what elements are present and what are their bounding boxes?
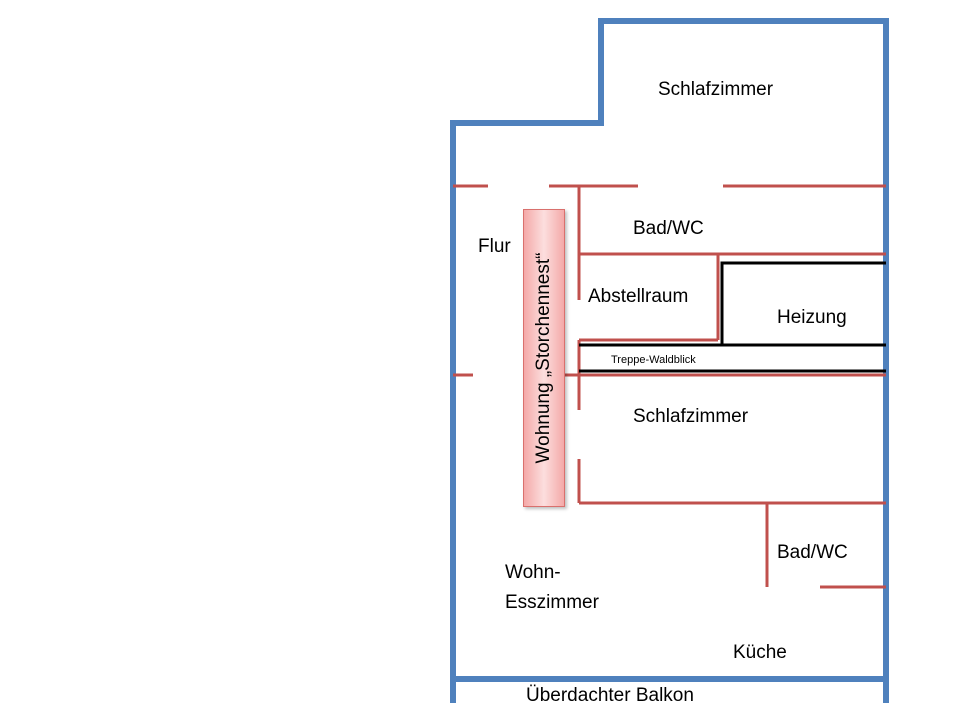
room-label-esszimmer: Esszimmer bbox=[505, 592, 599, 613]
room-label-treppe: Treppe-Waldblick bbox=[611, 354, 696, 366]
room-label-flur: Flur bbox=[478, 236, 511, 257]
room-label-heizung: Heizung bbox=[777, 307, 847, 328]
apartment-title: Wohnung „Storchennest“ bbox=[533, 252, 554, 464]
apartment-title-box: Wohnung „Storchennest“ bbox=[523, 209, 565, 507]
room-label-balkon: Überdachter Balkon bbox=[526, 685, 694, 706]
room-label-schlafzimmer-top: Schlafzimmer bbox=[658, 79, 774, 100]
room-label-wohn: Wohn- bbox=[505, 562, 561, 583]
heating-wall bbox=[720, 261, 886, 345]
inner-walls bbox=[453, 184, 886, 589]
stair-walls bbox=[579, 261, 886, 373]
room-label-bad-wc-top: Bad/WC bbox=[633, 218, 704, 239]
room-label-abstellraum: Abstellraum bbox=[588, 286, 689, 307]
outer-walls bbox=[450, 18, 889, 703]
room-label-schlafzimmer-mid: Schlafzimmer bbox=[633, 406, 749, 427]
room-label-kueche: Küche bbox=[733, 642, 787, 663]
room-label-bad-wc-bottom: Bad/WC bbox=[777, 542, 848, 563]
outer-wall-main bbox=[450, 18, 889, 703]
